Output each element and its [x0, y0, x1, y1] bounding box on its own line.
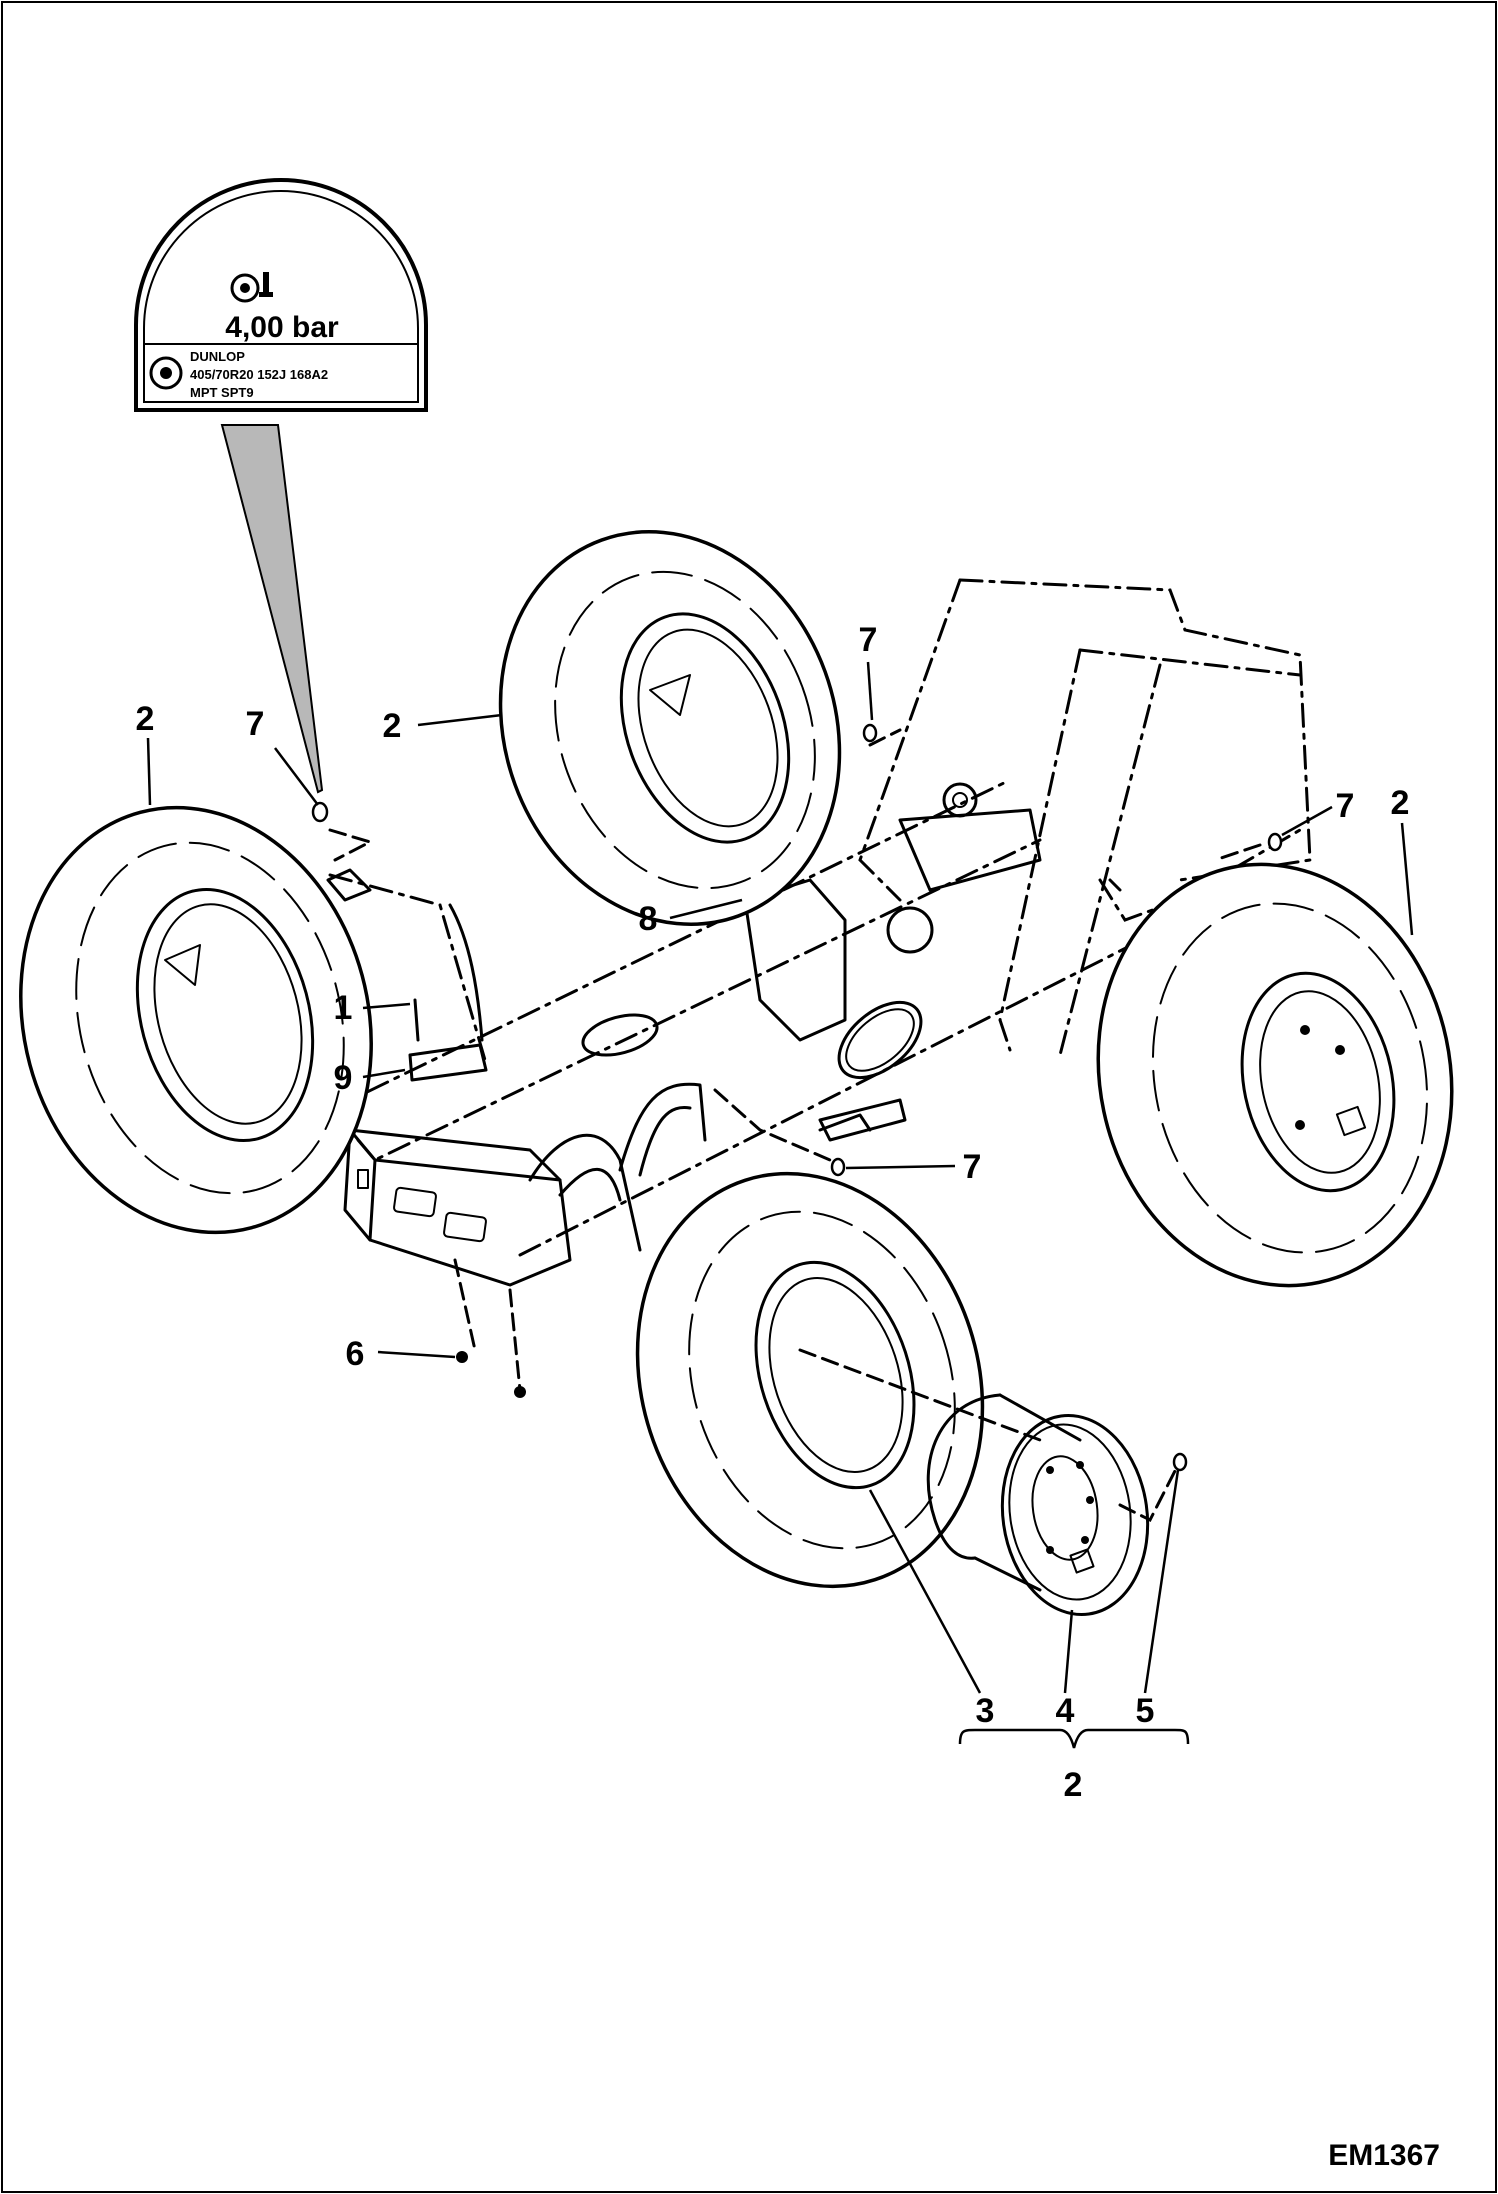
decal-brand: DUNLOP — [190, 349, 245, 364]
tire-rear-left — [498, 530, 842, 926]
callout-1: 1 — [334, 989, 353, 1027]
tire-pressure-icon — [230, 272, 273, 303]
axis-line — [798, 1348, 1042, 1442]
callout-7-left: 7 — [246, 705, 265, 743]
callout-leaders — [146, 661, 1414, 1749]
callout-7-top: 7 — [859, 621, 878, 659]
decal-size: 405/70R20 152J 168A2 — [190, 367, 328, 382]
tire-rear-right — [1096, 862, 1454, 1288]
decal-pointer — [220, 424, 324, 794]
fasteners — [311, 723, 1283, 1398]
callout-7-mid: 7 — [963, 1148, 982, 1186]
nut-dash — [1118, 1463, 1180, 1523]
callout-7-right: 7 — [1336, 787, 1355, 825]
callout-4: 4 — [1056, 1692, 1075, 1730]
wheel-rim — [926, 1393, 1150, 1617]
callout-labels: 2 7 2 7 7 2 8 1 9 7 6 3 4 5 2 — [136, 621, 1410, 1804]
tire-icon — [149, 356, 183, 390]
tire-pressure-decal: 4,00 bar DUNLOP 405/70R20 152J 168A2 MPT… — [134, 178, 428, 412]
decal-model: MPT SPT9 — [190, 385, 254, 400]
callout-2-right: 2 — [1391, 784, 1410, 822]
callout-2-back: 2 — [383, 707, 402, 745]
decal-pressure: 4,00 bar — [225, 311, 339, 344]
tire-front-right — [635, 1171, 985, 1589]
callout-6: 6 — [346, 1335, 365, 1373]
callout-8: 8 — [639, 900, 658, 938]
callout-5: 5 — [1136, 1692, 1155, 1730]
callout-9: 9 — [334, 1059, 353, 1097]
tire-left-front — [19, 805, 373, 1235]
callout-3: 3 — [976, 1692, 995, 1730]
figure-code: EM1367 — [1328, 2139, 1440, 2172]
wheel-nut — [1172, 1452, 1188, 1472]
callout-2-left: 2 — [136, 700, 155, 738]
callout-2-group: 2 — [1064, 1766, 1083, 1804]
